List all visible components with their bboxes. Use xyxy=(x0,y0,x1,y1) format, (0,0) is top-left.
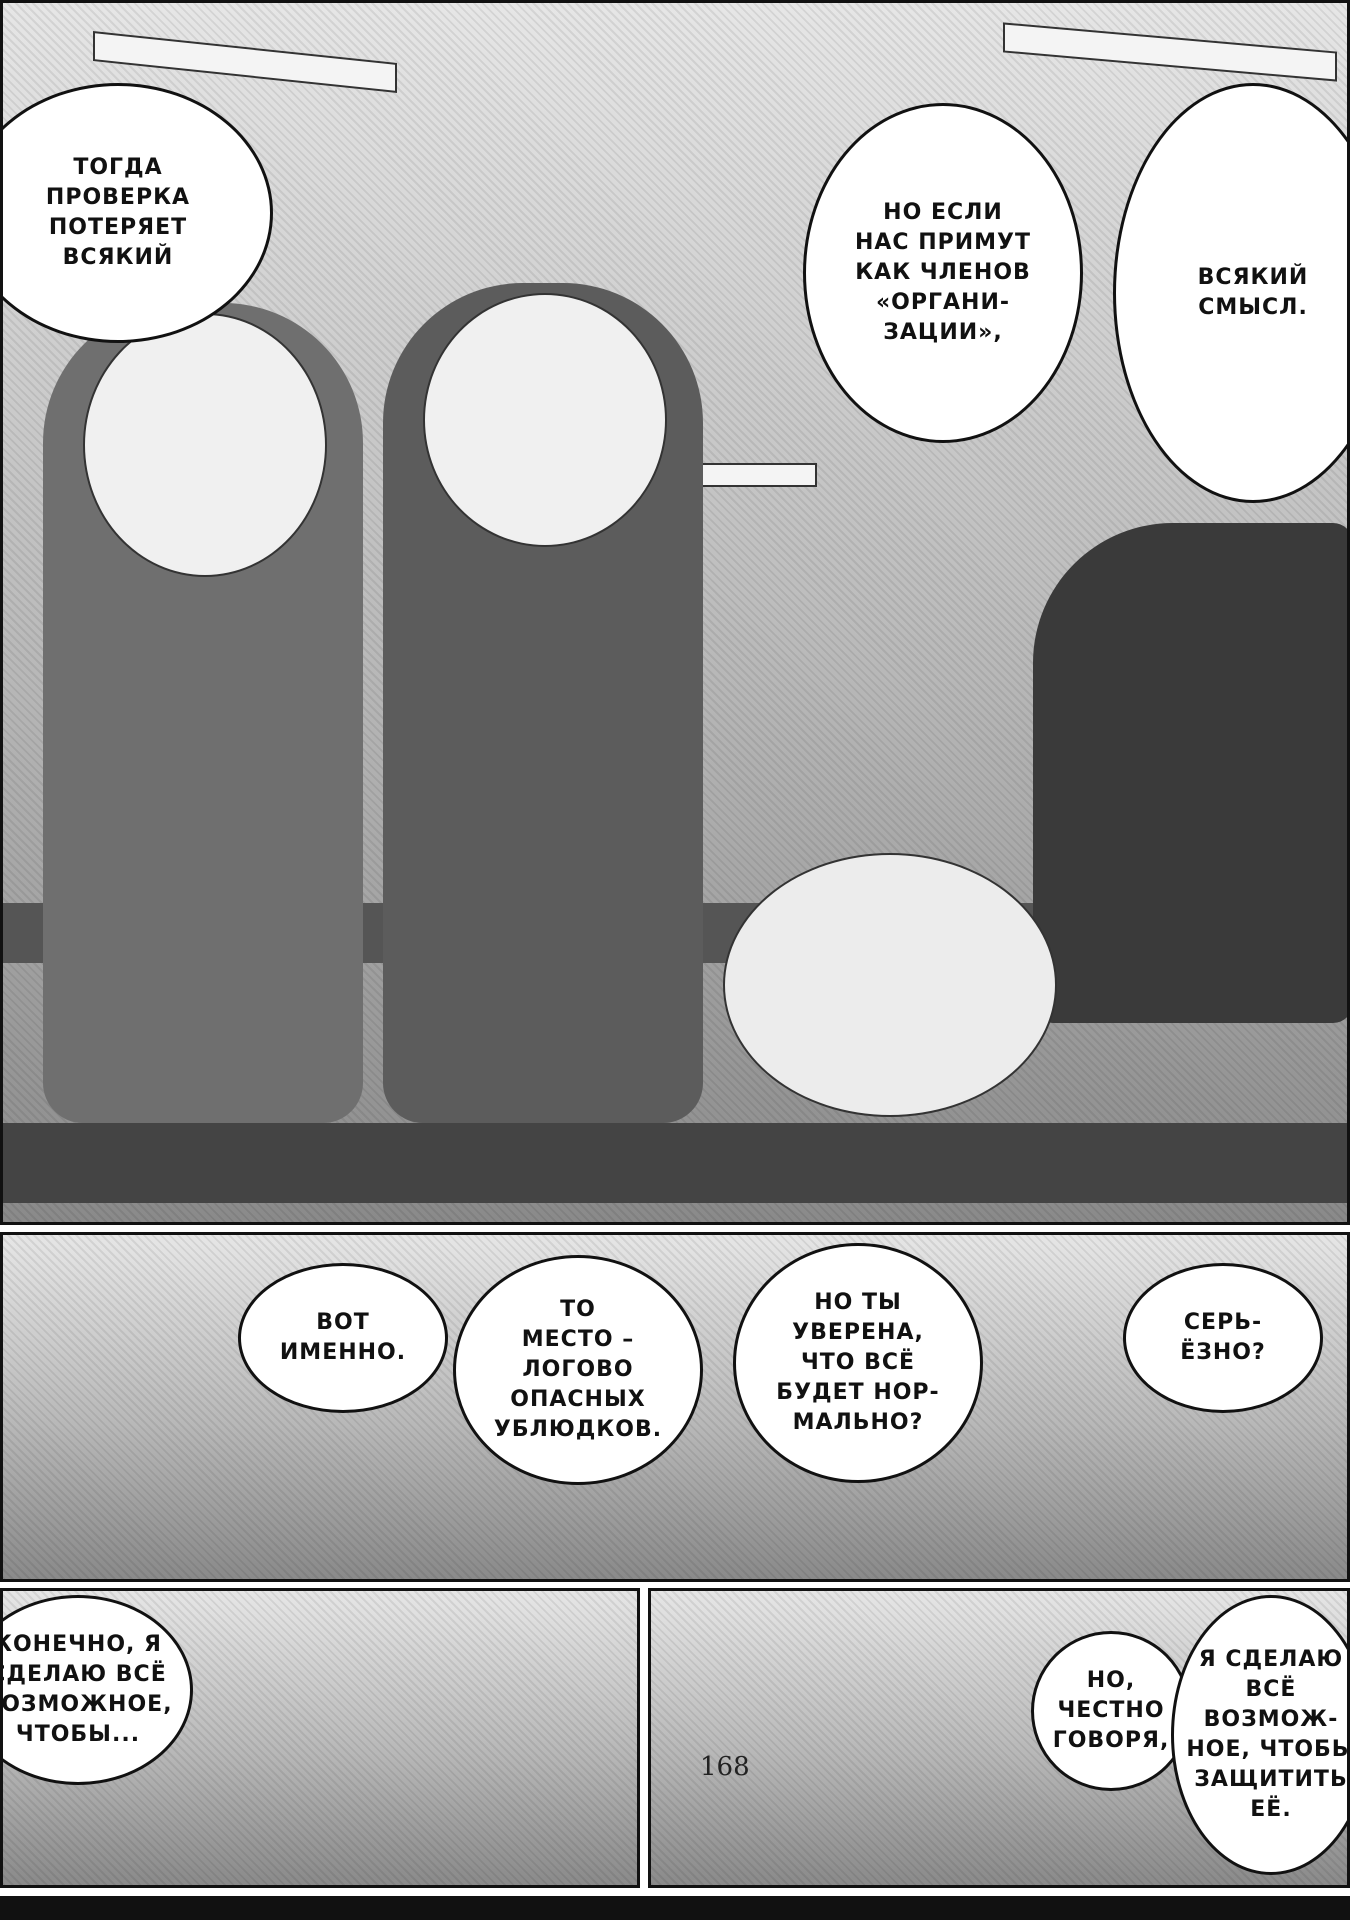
speech-bubble-text: ТО МЕСТО – ЛОГОВО ОПАСНЫХ УБЛЮДКОВ. xyxy=(493,1297,663,1442)
speech-bubble-text: НО, ЧЕСТНО ГОВОРЯ, xyxy=(1052,1668,1170,1753)
speech-bubble-text: КОНЕЧНО, Я СДЕЛАЮ ВСЁ ВОЗМОЖНОЕ, ЧТОБЫ..… xyxy=(0,1632,173,1747)
speech-bubble-text: ВОТ ИМЕННО. xyxy=(279,1310,407,1365)
desk-row xyxy=(3,1123,1347,1203)
speech-bubble-text: ТОГДА ПРОВЕРКА ПОТЕРЯЕТ ВСЯКИЙ xyxy=(45,155,191,270)
speech-bubble: СЕРЬ- ЁЗНО? xyxy=(1123,1263,1323,1413)
character-center-head xyxy=(423,293,667,547)
speech-bubble: НО ТЫ УВЕРЕНА, ЧТО ВСЁ БУДЕТ НОР- МАЛЬНО… xyxy=(733,1243,983,1483)
speech-bubble: ТО МЕСТО – ЛОГОВО ОПАСНЫХ УБЛЮДКОВ. xyxy=(453,1255,703,1485)
page-number: 168 xyxy=(700,1752,750,1782)
character-foreground-head xyxy=(723,853,1057,1117)
middle-panel: ВОТ ИМЕННО. ТО МЕСТО – ЛОГОВО ОПАСНЫХ УБ… xyxy=(0,1232,1350,1582)
bottom-left-panel: КОНЕЧНО, Я СДЕЛАЮ ВСЁ ВОЗМОЖНОЕ, ЧТОБЫ..… xyxy=(0,1588,640,1888)
speech-bubble: КОНЕЧНО, Я СДЕЛАЮ ВСЁ ВОЗМОЖНОЕ, ЧТОБЫ..… xyxy=(0,1595,193,1785)
speech-bubble-text: НО ТЫ УВЕРЕНА, ЧТО ВСЁ БУДЕТ НОР- МАЛЬНО… xyxy=(776,1290,940,1435)
character-right xyxy=(1033,523,1347,1023)
speech-bubble: Я СДЕЛАЮ ВСЁ ВОЗМОЖ- НОЕ, ЧТОБЫ ЗАЩИТИТЬ… xyxy=(1171,1595,1350,1875)
speech-bubble: ВОТ ИМЕННО. xyxy=(238,1263,448,1413)
speech-bubble: ВСЯКИЙ СМЫСЛ. xyxy=(1113,83,1347,503)
bottom-right-panel: НО, ЧЕСТНО ГОВОРЯ, Я СДЕЛАЮ ВСЁ ВОЗМОЖ- … xyxy=(648,1588,1350,1888)
speech-bubble-text: СЕРЬ- ЁЗНО? xyxy=(1180,1310,1266,1365)
top-panel: ТОГДА ПРОВЕРКА ПОТЕРЯЕТ ВСЯКИЙ НО ЕСЛИ Н… xyxy=(0,0,1350,1225)
bottom-bar xyxy=(0,1896,1350,1920)
speech-bubble-text: Я СДЕЛАЮ ВСЁ ВОЗМОЖ- НОЕ, ЧТОБЫ ЗАЩИТИТЬ… xyxy=(1186,1647,1350,1822)
speech-bubble-text: НО ЕСЛИ НАС ПРИМУТ КАК ЧЛЕНОВ «ОРГАНИ- З… xyxy=(854,200,1032,345)
speech-bubble: ТОГДА ПРОВЕРКА ПОТЕРЯЕТ ВСЯКИЙ xyxy=(3,83,273,343)
speech-bubble-text: ВСЯКИЙ СМЫСЛ. xyxy=(1197,265,1309,320)
speech-bubble: НО, ЧЕСТНО ГОВОРЯ, xyxy=(1031,1631,1191,1791)
speech-bubble: НО ЕСЛИ НАС ПРИМУТ КАК ЧЛЕНОВ «ОРГАНИ- З… xyxy=(803,103,1083,443)
character-left-head xyxy=(83,313,327,577)
